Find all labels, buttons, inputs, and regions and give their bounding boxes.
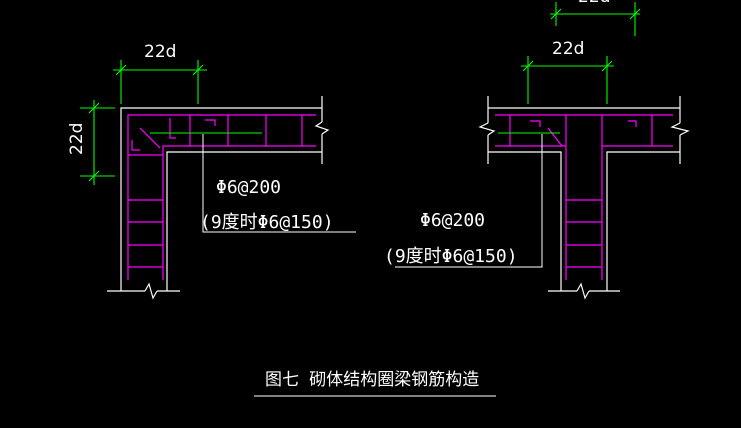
right-dim-horizontal: 22d: [552, 39, 584, 59]
right-spec-note: (9度时Φ6@150): [384, 246, 518, 267]
right-rebar: [495, 114, 673, 280]
left-leader: [202, 134, 356, 233]
right-dim-top-partial: 22d: [578, 0, 610, 7]
left-spec: Φ6@200: [216, 177, 281, 198]
left-rebar: [127, 114, 316, 280]
caption-group: 图七 砌体结构圈梁钢筋构造: [254, 370, 496, 397]
right-outline: [478, 96, 690, 300]
left-outline: [107, 96, 330, 300]
left-dim-horizontal: 22d: [144, 42, 176, 62]
right-spec: Φ6@200: [420, 210, 485, 231]
left-dimensions: [80, 60, 262, 185]
figure-caption: 图七 砌体结构圈梁钢筋构造: [265, 370, 479, 390]
right-leader: [395, 134, 543, 268]
right-dimensions: [498, 2, 641, 134]
left-corner-detail: 22d 22d Φ6@200 (9度时Φ6@150): [67, 42, 356, 300]
right-tee-detail: 22d 22d Φ6@200 (9度时Φ6@150): [384, 0, 690, 300]
left-spec-note: (9度时Φ6@150): [200, 212, 334, 233]
left-dim-vertical: 22d: [67, 123, 87, 155]
